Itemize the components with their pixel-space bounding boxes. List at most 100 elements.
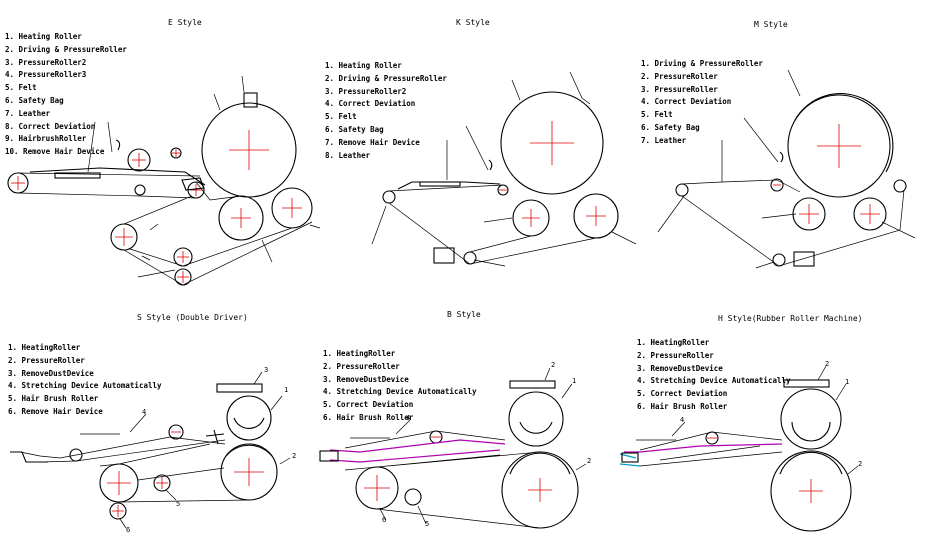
legend-item: 1. HeatingRoller xyxy=(8,343,81,352)
legend-item: 6. Safety Bag xyxy=(325,124,384,134)
callout-number: 2 xyxy=(858,460,862,468)
legend-item: 2. PressureRoller xyxy=(637,350,714,360)
b-style-drawing xyxy=(319,367,587,529)
legend-item: 1. Heating Roller xyxy=(325,61,402,70)
legend-item: 4. Stretching Device Automatically xyxy=(323,387,477,397)
panel-title: M Style xyxy=(754,20,788,29)
legend-item: 6. Safety Bag xyxy=(641,122,700,132)
legend-item: 2. PressureRoller xyxy=(8,355,85,365)
callout-labels: 3 1 2 4 5 6 2 1 2 4 5 6 2 1 2 4 xyxy=(126,360,862,534)
legend-item: 8. Correct Deviation xyxy=(5,121,96,131)
pressure-roller xyxy=(853,197,887,231)
stretching-device xyxy=(205,429,225,445)
drive-motor xyxy=(433,247,455,264)
legend-item: 4. Correct Deviation xyxy=(641,97,732,107)
leather-band xyxy=(29,167,206,186)
legend-item: 4. Correct Deviation xyxy=(325,99,416,109)
callout-number: 2 xyxy=(587,457,591,465)
guide-roller xyxy=(893,179,907,193)
legend-item: 3. RemoveDustDevice xyxy=(323,374,409,384)
legend-item: 5. Correct Deviation xyxy=(637,389,728,399)
legend-item: 5. Correct Deviation xyxy=(323,400,414,410)
heating-roller xyxy=(787,94,891,198)
legend-item: 3. PressureRoller2 xyxy=(325,86,407,96)
heating-roller xyxy=(508,391,564,447)
legend-item: 5. Felt xyxy=(5,83,37,93)
drive-motor-roller xyxy=(463,251,477,265)
legend-item: 2. Driving & PressureRoller xyxy=(325,73,447,83)
callout-number: 6 xyxy=(126,526,130,534)
guide-roller xyxy=(168,424,184,440)
panel-title: K Style xyxy=(456,18,490,27)
felt-roller xyxy=(109,502,127,520)
legend-list: 1. HeatingRoller 2. PressureRoller 3. Re… xyxy=(323,348,477,425)
remove-hair-device xyxy=(10,451,48,463)
legend-item: 7. Leather xyxy=(641,135,687,145)
legend-item: 1. Heating Roller xyxy=(5,32,82,41)
hair-brush-roller xyxy=(404,488,422,506)
pressure-roller xyxy=(770,450,852,532)
correct-deviation xyxy=(181,177,205,191)
pressure-roller xyxy=(792,197,826,231)
guide-roller xyxy=(675,183,689,197)
k-style-drawing xyxy=(371,71,637,267)
felt-belt xyxy=(639,431,783,467)
drive-motor-roller xyxy=(772,253,786,267)
callout-number: 4 xyxy=(680,416,684,424)
guide-roller xyxy=(770,178,784,192)
legend-item: 3. PressureRoller2 xyxy=(5,57,87,67)
callout-number: 6 xyxy=(382,516,386,524)
legend-item: 7. Leather xyxy=(5,108,51,118)
panel-title: H Style(Rubber Roller Machine) xyxy=(718,314,863,323)
felt-belt xyxy=(17,172,313,286)
callout-number: 4 xyxy=(142,408,146,416)
callout-number: 2 xyxy=(292,452,296,460)
leather-band xyxy=(329,439,506,453)
felt-belt xyxy=(19,436,250,503)
callout-line xyxy=(371,71,637,267)
legend-item: 6. Remove Hair Device xyxy=(8,406,103,416)
legend-item: 8. Leather xyxy=(325,150,371,160)
s-style-drawing xyxy=(10,371,291,529)
callout-number: 2 xyxy=(825,360,829,368)
legend-list: 1. Driving & PressureRoller 2. PressureR… xyxy=(641,58,763,148)
callout-line xyxy=(119,371,291,529)
guide-roller xyxy=(382,190,396,204)
felt-belt xyxy=(388,184,597,265)
hair-brush-roller xyxy=(153,474,171,492)
legend-item: 3. RemoveDustDevice xyxy=(8,368,94,378)
remove-hair-device xyxy=(621,452,639,463)
legend-item: 4. PressureRoller3 xyxy=(5,70,87,80)
legend-item: 2. PressureRoller xyxy=(641,71,718,81)
callout-number: 5 xyxy=(425,520,429,528)
legend-item: 4. Stretching Device Automatically xyxy=(637,376,791,386)
callout-number: 1 xyxy=(845,378,849,386)
felt-belt xyxy=(344,430,541,529)
felt-belt xyxy=(681,179,905,267)
panel-title: E Style xyxy=(168,18,202,27)
legend-list: 1. Heating Roller 2. Driving & PressureR… xyxy=(5,31,127,159)
callout-number: 1 xyxy=(284,386,288,394)
legend-item: 1. Driving & PressureRoller xyxy=(641,59,763,68)
legend-item: 2. PressureRoller xyxy=(323,361,400,371)
heating-roller xyxy=(226,395,272,441)
heating-roller xyxy=(500,91,604,195)
legend-item: 1. HeatingRoller xyxy=(323,349,396,358)
legend-list: 1. Heating Roller 2. Driving & PressureR… xyxy=(325,60,447,162)
remove-dust-device xyxy=(216,383,263,393)
remove-dust-device xyxy=(783,379,830,388)
legend-item: 6. Hair Brush Roller xyxy=(637,401,728,411)
callout-line xyxy=(87,75,321,278)
remove-dust-device xyxy=(509,380,556,389)
legend-item: 2. Driving & PressureRoller xyxy=(5,44,127,54)
callout-number: 1 xyxy=(572,377,576,385)
legend-item: 4. Stretching Device Automatically xyxy=(8,381,162,391)
legend-item: 9. HairbrushRoller xyxy=(5,134,87,144)
callout-number: 2 xyxy=(551,361,555,369)
leather-band xyxy=(624,443,783,453)
legend-item: 5. Hair Brush Roller xyxy=(8,394,99,404)
callout-number: 3 xyxy=(264,366,268,374)
e-style-drawing xyxy=(7,75,321,286)
